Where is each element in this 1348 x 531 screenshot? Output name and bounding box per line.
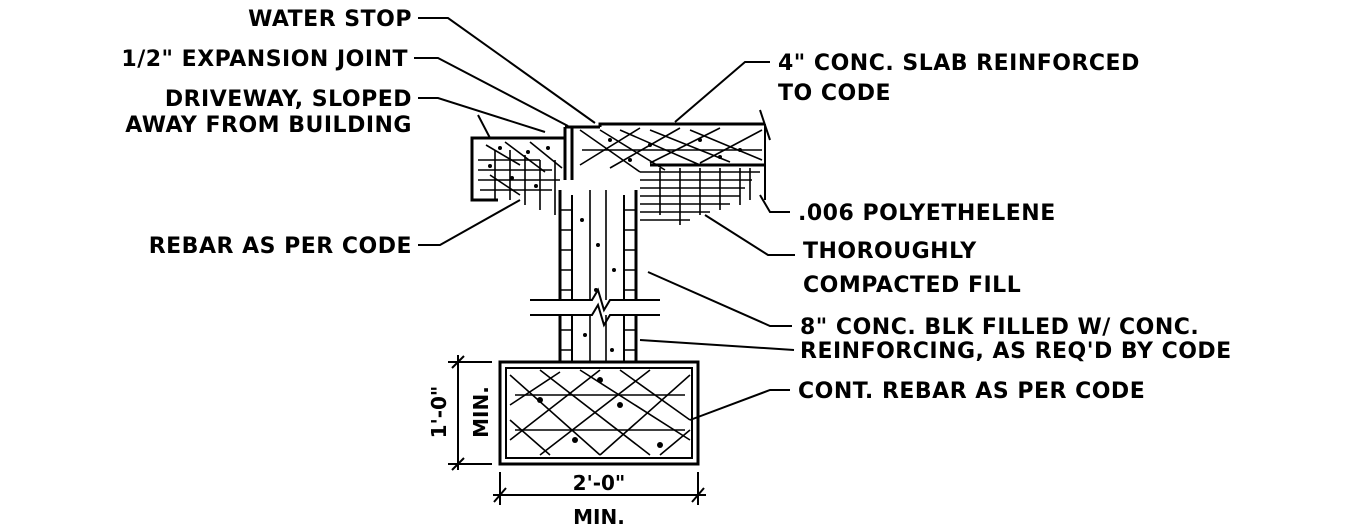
driveway-slab — [470, 114, 565, 215]
dim-width-qualifier: MIN. — [573, 505, 625, 529]
width-dimension — [493, 472, 706, 505]
label-reinforcing: REINFORCING, AS REQ'D BY CODE — [800, 339, 1232, 364]
label-driveway-line2: AWAY FROM BUILDING — [125, 113, 412, 138]
label-fill-line1: THOROUGHLY — [803, 239, 977, 264]
label-polyethelene: .006 POLYETHELENE — [798, 201, 1056, 226]
footing — [498, 360, 700, 466]
label-slab-line2: TO CODE — [778, 81, 891, 106]
label-driveway-line1: DRIVEWAY, SLOPED — [165, 87, 412, 112]
block-stem-wall — [530, 190, 660, 362]
compacted-fill — [640, 168, 760, 225]
dim-height-qualifier: MIN. — [469, 386, 493, 438]
label-slab-line1: 4" CONC. SLAB REINFORCED — [778, 51, 1140, 76]
label-cont-rebar: CONT. REBAR AS PER CODE — [798, 379, 1145, 404]
label-fill-line2: COMPACTED FILL — [803, 273, 1021, 298]
concrete-slab — [579, 109, 771, 200]
label-rebar-per-code: REBAR AS PER CODE — [149, 234, 412, 259]
height-dimension — [448, 355, 492, 471]
dim-width-value: 2'-0" — [573, 471, 626, 495]
leader-lines — [414, 17, 795, 421]
expansion-joint — [563, 125, 600, 180]
label-water-stop: WATER STOP — [248, 7, 412, 32]
label-expansion-joint: 1/2" EXPANSION JOINT — [121, 47, 408, 72]
dim-height-value: 1'-0" — [427, 386, 451, 439]
label-conc-blk: 8" CONC. BLK FILLED W/ CONC. — [800, 315, 1199, 340]
